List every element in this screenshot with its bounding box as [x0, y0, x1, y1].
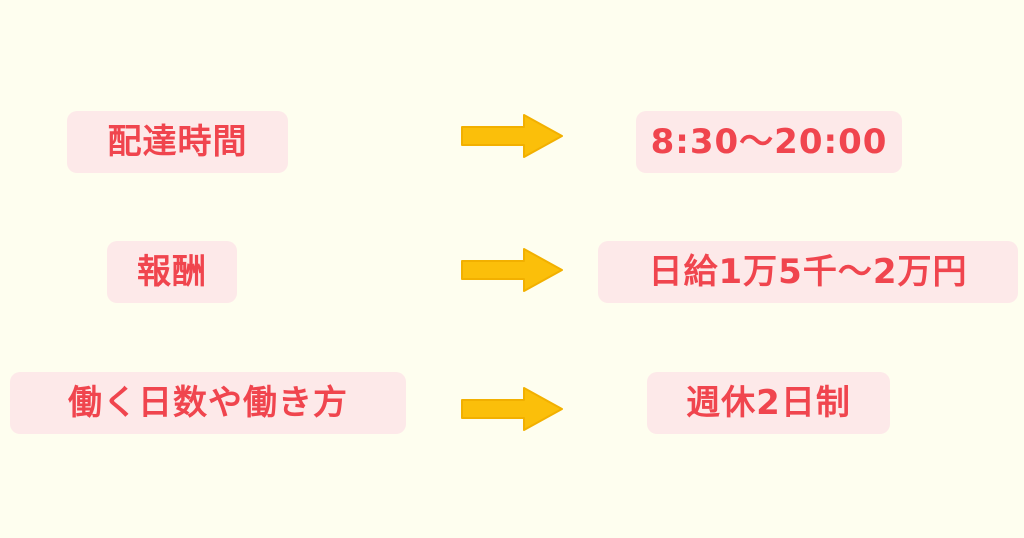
- arrow-right-icon: [461, 248, 563, 292]
- row-3-value-box: 週休2日制: [647, 372, 890, 434]
- row-1-label-box: 配達時間: [67, 111, 288, 173]
- row-3-value: 週休2日制: [686, 383, 851, 423]
- row-2-label-box: 報酬: [107, 241, 237, 303]
- row-2-value-box: 日給1万5千～2万円: [598, 241, 1018, 303]
- row-2-value: 日給1万5千～2万円: [648, 252, 968, 292]
- row-3-label-box: 働く日数や働き方: [10, 372, 406, 434]
- row-2-label: 報酬: [137, 252, 207, 292]
- row-3-label: 働く日数や働き方: [68, 383, 348, 423]
- row-1-value-box: 8:30～20:00: [636, 111, 902, 173]
- arrow-right-icon: [461, 114, 563, 158]
- arrow-right-icon: [461, 387, 563, 431]
- row-1-label: 配達時間: [107, 122, 248, 162]
- row-1-value: 8:30～20:00: [650, 122, 888, 162]
